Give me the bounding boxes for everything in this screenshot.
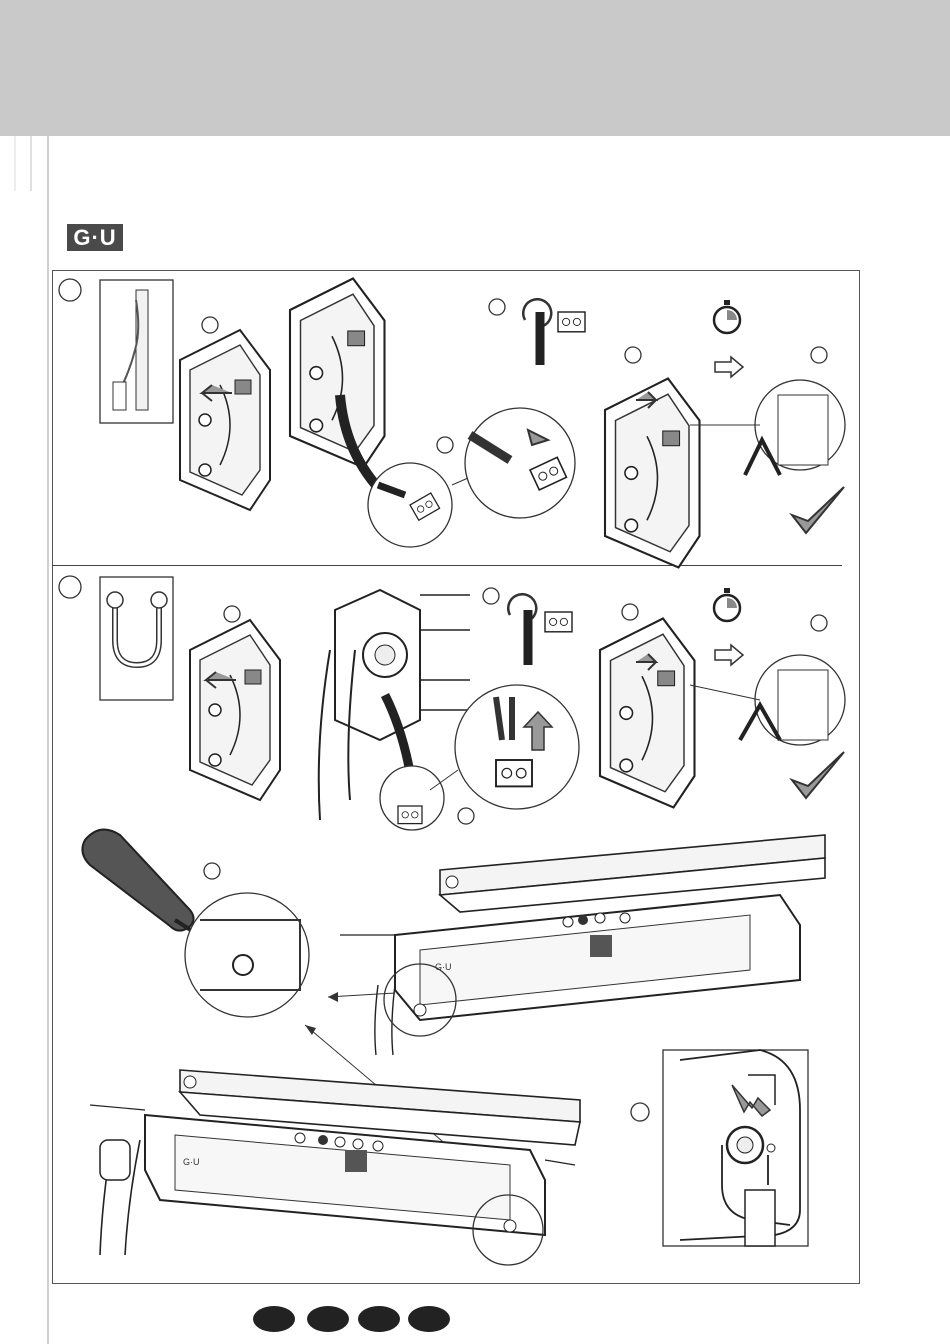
language-pill-2 [307, 1306, 349, 1332]
cover-cap-panel [631, 1050, 808, 1246]
step-2-badge [59, 576, 81, 598]
section-3-graphics: G·U G·U [82, 830, 825, 1265]
section-1-graphics [59, 279, 845, 568]
closer-logo-top: G·U [435, 962, 452, 972]
closer-body-top [340, 895, 800, 1055]
language-pill-4 [408, 1306, 450, 1332]
language-pill-3 [358, 1306, 400, 1332]
step-1-badge [59, 279, 81, 301]
closer-logo-bottom: G·U [183, 1157, 200, 1167]
section-2-graphics [59, 576, 845, 830]
language-pill-1 [253, 1306, 295, 1332]
